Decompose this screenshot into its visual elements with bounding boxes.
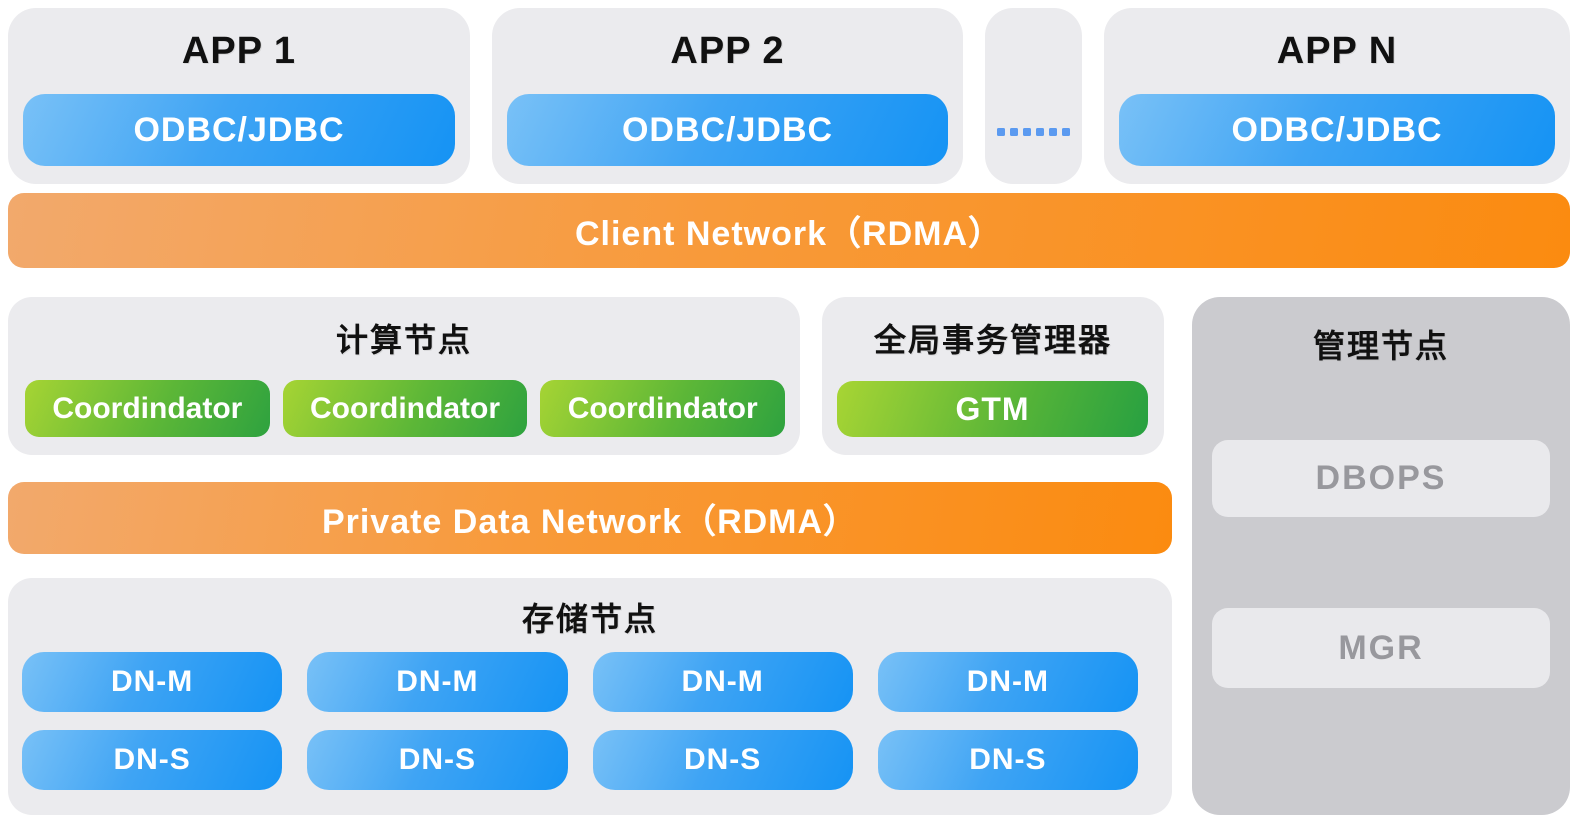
ellipsis-card bbox=[985, 8, 1082, 184]
dn-m-button-1[interactable]: DN-M bbox=[22, 652, 283, 712]
dn-s-button-2[interactable]: DN-S bbox=[307, 730, 568, 790]
dn-s-button-3[interactable]: DN-S bbox=[592, 730, 853, 790]
private-data-network-bar: Private Data Network（RDMA） bbox=[8, 482, 1172, 554]
client-network-bar: Client Network（RDMA） bbox=[8, 193, 1570, 268]
compute-node-title: 计算节点 bbox=[335, 322, 472, 358]
gtm-card: 全局事务管理器 GTM bbox=[822, 297, 1164, 455]
dbops-button[interactable]: DBOPS bbox=[1212, 440, 1550, 517]
dn-s-button-4[interactable]: DN-S bbox=[877, 730, 1138, 790]
mgr-button[interactable]: MGR bbox=[1212, 608, 1550, 688]
app1-odbc-jdbc-button[interactable]: ODBC/JDBC bbox=[23, 94, 455, 166]
gtm-title: 全局事务管理器 bbox=[873, 322, 1112, 358]
dn-m-button-2[interactable]: DN-M bbox=[307, 652, 568, 712]
coordinator-button-1[interactable]: Coordindator bbox=[25, 380, 270, 437]
dn-master-row: DN-M DN-M DN-M DN-M bbox=[22, 652, 1138, 712]
ellipsis-dots-icon bbox=[985, 128, 1082, 136]
coordinator-button-2[interactable]: Coordindator bbox=[282, 380, 528, 437]
app2-title: APP 2 bbox=[670, 30, 785, 72]
management-node-title: 管理节点 bbox=[1312, 328, 1449, 364]
appn-card: APP N ODBC/JDBC bbox=[1104, 8, 1570, 184]
appn-odbc-jdbc-button[interactable]: ODBC/JDBC bbox=[1119, 94, 1555, 166]
storage-node-title: 存储节点 bbox=[521, 601, 658, 637]
app1-card: APP 1 ODBC/JDBC bbox=[8, 8, 470, 184]
gtm-button[interactable]: GTM bbox=[837, 381, 1148, 437]
dn-m-button-4[interactable]: DN-M bbox=[877, 652, 1138, 712]
coordinator-button-3[interactable]: Coordindator bbox=[540, 380, 786, 437]
dn-standby-row: DN-S DN-S DN-S DN-S bbox=[22, 730, 1138, 790]
coordinator-row: Coordindator Coordindator Coordindator bbox=[25, 380, 786, 437]
app2-odbc-jdbc-button[interactable]: ODBC/JDBC bbox=[507, 94, 948, 166]
dn-s-button-1[interactable]: DN-S bbox=[22, 730, 283, 790]
dn-m-button-3[interactable]: DN-M bbox=[592, 652, 853, 712]
compute-node-card: 计算节点 Coordindator Coordindator Coordinda… bbox=[8, 297, 800, 455]
storage-node-card: 存储节点 DN-M DN-M DN-M DN-M DN-S DN-S DN-S … bbox=[8, 578, 1172, 815]
app1-title: APP 1 bbox=[181, 30, 297, 72]
app2-card: APP 2 ODBC/JDBC bbox=[492, 8, 963, 184]
management-node-card: 管理节点 DBOPS MGR bbox=[1192, 297, 1570, 815]
appn-title: APP N bbox=[1276, 30, 1398, 72]
